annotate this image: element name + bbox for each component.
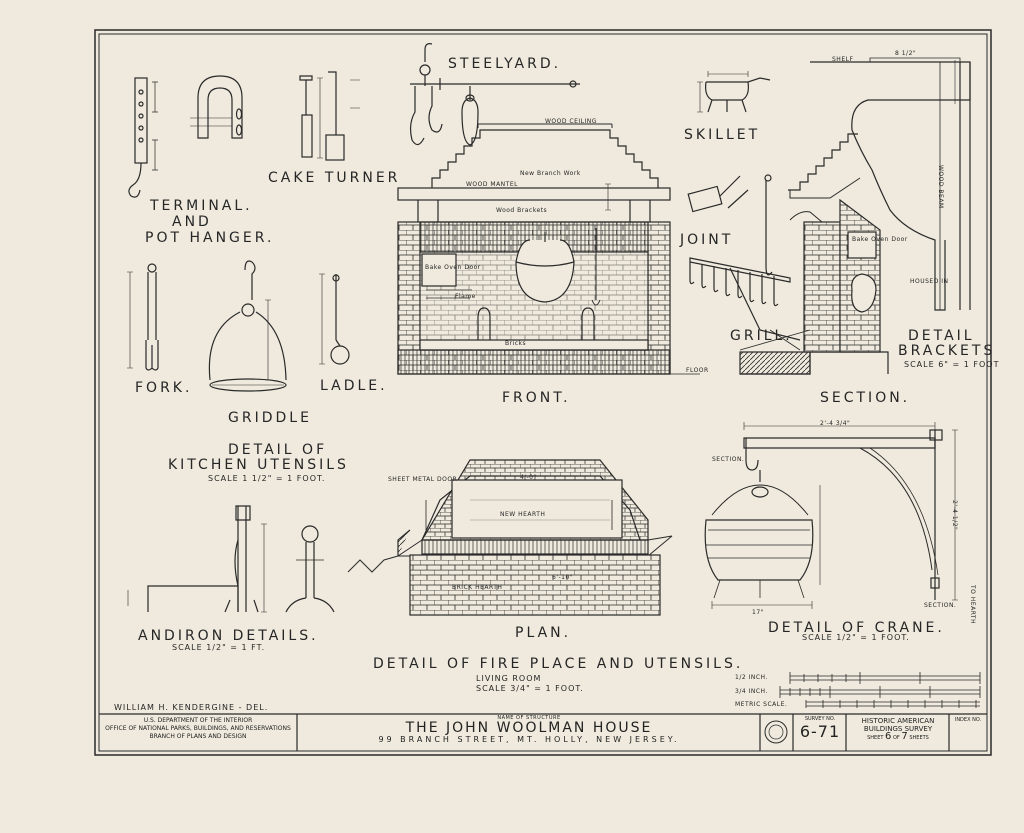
- note-to-hearth: TO HEARTH: [969, 585, 976, 625]
- ladle-drawing: [319, 273, 350, 365]
- room-label: LIVING ROOM: [476, 674, 542, 683]
- andiron-drawing: [127, 505, 335, 613]
- sheet-scale: SCALE 3/4" = 1 FOOT.: [476, 684, 584, 693]
- fireplace-front-drawing: [397, 123, 700, 375]
- structure-block: NAME OF STRUCTURE THE JOHN WOOLMAN HOUSE…: [300, 715, 758, 744]
- note-new-hearth: NEW HEARTH: [500, 511, 546, 518]
- note-bake-oven-section: Bake Oven Door: [852, 236, 908, 243]
- agency-block: U.S. DEPARTMENT OF THE INTERIOR OFFICE O…: [102, 717, 294, 741]
- fireplace-section-drawing: [739, 133, 889, 375]
- dim-crane-height: 2'-4 1/2": [951, 500, 958, 531]
- skillet-label: SKILLET: [684, 127, 761, 143]
- graphic-scales: [779, 672, 981, 708]
- joint-label: JOINT: [680, 232, 734, 248]
- survey-number: 6-71: [799, 722, 841, 741]
- kitchen-utensils-heading: DETAIL OF: [228, 442, 328, 458]
- sheet-number: 6: [885, 731, 892, 742]
- ladle-label: LADLE.: [320, 378, 388, 394]
- fireplace-plan-drawing: [347, 459, 673, 616]
- inner-border: [98, 33, 988, 752]
- detail-brackets-label-2: BRACKETS: [898, 343, 996, 359]
- andiron-scale: SCALE 1/2" = 1 FT.: [172, 643, 266, 652]
- griddle-label: GRIDDLE: [228, 410, 312, 426]
- dim-hearth: 6'-10": [552, 574, 574, 581]
- note-section-crane-2: SECTION.: [924, 602, 957, 609]
- griddle-drawing: [208, 260, 287, 392]
- draftsman-credit: WILLIAM H. KENDERGINE - DEL.: [114, 703, 269, 712]
- agency-line-1: U.S. DEPARTMENT OF THE INTERIOR: [143, 717, 253, 724]
- sheet-word: SHEET: [867, 735, 884, 741]
- scale-half-inch: 1/2 INCH.: [735, 674, 768, 681]
- title-block-frame: [99, 713, 987, 751]
- section-label: SECTION.: [820, 390, 911, 406]
- survey-block: SURVEY NO. 6-71: [794, 716, 846, 742]
- note-shelf: SHELF: [832, 56, 854, 63]
- scale-three-quarter-inch: 3/4 INCH.: [735, 688, 768, 695]
- structure-name-label: NAME OF STRUCTURE: [497, 715, 561, 721]
- fork-drawing: [127, 263, 159, 371]
- crane-drawing: [704, 422, 958, 609]
- terminal-drawing: [190, 75, 243, 139]
- note-wood-mantel: WOOD MANTEL: [466, 181, 518, 188]
- habs-line-1: HISTORIC AMERICAN: [861, 717, 935, 725]
- note-bricks: Bricks: [505, 340, 527, 347]
- grill-label: GRILL.: [730, 328, 793, 344]
- note-wood-beam: WOOD BEAM: [937, 165, 944, 209]
- note-new-branch-work: New Branch Work: [520, 170, 581, 177]
- cake-turner-drawing: [299, 71, 360, 161]
- plan-label: PLAN.: [515, 625, 572, 641]
- note-flame: Flame: [455, 293, 476, 300]
- agency-line-3: BRANCH OF PLANS AND DESIGN: [149, 733, 247, 740]
- dim-crane-17: 17": [752, 609, 764, 616]
- skillet-drawing: [697, 71, 771, 113]
- note-wood-brackets: Wood Brackets: [496, 207, 548, 214]
- habs-block: HISTORIC AMERICAN BUILDINGS SURVEY SHEET…: [847, 717, 949, 742]
- kitchen-utensils-scale: SCALE 1 1/2" = 1 FOOT.: [208, 474, 326, 483]
- note-floor: FLOOR: [686, 367, 709, 374]
- fork-label: FORK.: [135, 380, 193, 396]
- structure-name: THE JOHN WOOLMAN HOUSE: [405, 720, 653, 736]
- note-bake-oven: Bake Oven Door: [425, 264, 481, 271]
- sheet-count: SHEET 6 OF 7 SHEETS: [847, 731, 949, 742]
- outer-border: [94, 29, 992, 756]
- cake-turner-label: CAKE TURNER: [268, 170, 401, 186]
- grill-drawing: [689, 257, 801, 341]
- of-word: OF: [893, 735, 900, 741]
- detail-brackets-label-1: DETAIL: [908, 328, 975, 344]
- detail-brackets-scale: SCALE 6" = 1 FOOT: [904, 360, 1000, 369]
- note-section-crane: SECTION.: [712, 456, 745, 463]
- note-sheet-metal-door: SHEET METAL DOOR: [388, 476, 458, 483]
- note-brick-hearth: BRICK HEARTH: [452, 584, 503, 591]
- crane-scale: SCALE 1/2" = 1 FOOT.: [802, 633, 910, 642]
- habs-line-2: BUILDINGS SURVEY: [863, 725, 933, 733]
- agency-line-2: OFFICE OF NATIONAL PARKS, BUILDINGS, AND…: [105, 725, 291, 732]
- index-label: INDEX NO.: [954, 717, 982, 723]
- dim-crane: 2'-4 3/4": [820, 420, 851, 427]
- scale-metric: METRIC SCALE.: [735, 701, 788, 708]
- survey-label: SURVEY NO.: [804, 716, 836, 722]
- brackets-drawing: [810, 57, 971, 311]
- pot-hanger-label: POT HANGER.: [145, 230, 275, 246]
- structure-address: 99 BRANCH STREET, MT. HOLLY, NEW JERSEY.: [378, 735, 680, 744]
- front-label: FRONT.: [502, 390, 571, 406]
- note-wood-ceiling: WOOD CEILING: [545, 118, 597, 125]
- terminal-label: TERMINAL.: [150, 198, 253, 214]
- andiron-label: ANDIRON DETAILS.: [138, 628, 319, 644]
- terminal-and-label: AND: [172, 214, 212, 230]
- sheets-word: SHEETS: [909, 735, 929, 741]
- note-housed-in: HOUSED IN: [910, 278, 949, 285]
- kitchen-utensils-heading-2: KITCHEN UTENSILS: [168, 457, 349, 473]
- pot-hanger-drawing: [128, 77, 158, 198]
- steelyard-label: STEELYARD.: [448, 56, 562, 72]
- sheet-total: 7: [901, 731, 908, 742]
- steelyard-drawing: [409, 43, 580, 146]
- dim-shelf: 8 1/2": [895, 50, 917, 57]
- sheet-title: DETAIL OF FIRE PLACE AND UTENSILS.: [373, 656, 744, 672]
- dim-depth: 4'-0": [520, 474, 537, 481]
- crane-label: DETAIL OF CRANE.: [768, 620, 945, 636]
